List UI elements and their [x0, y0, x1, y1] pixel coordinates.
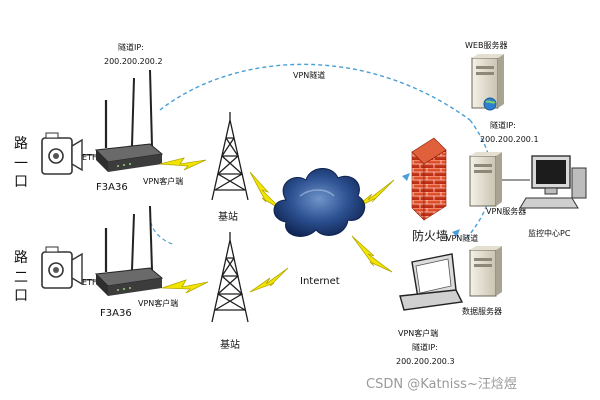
route-one-char-3: 口 — [14, 174, 28, 190]
camera-icon — [41, 246, 83, 289]
route-two-char-1: 路 — [14, 250, 28, 266]
router-top-client: VPN客户端 — [143, 176, 183, 186]
camera-icon — [41, 132, 83, 175]
router-top-ip-label: 隧道IP: — [118, 42, 144, 52]
router-top-model: F3A36 — [96, 182, 128, 193]
web-server-label: WEB服务器 — [465, 40, 507, 50]
router-icon — [94, 205, 164, 296]
eth-label-bottom: ETH — [82, 278, 98, 287]
firewall-icon — [411, 137, 447, 221]
firewall-label: 防火墙 — [412, 228, 448, 243]
router-icon — [94, 69, 164, 172]
vpn-server-ip-value: 200.200.200.1 — [480, 135, 539, 144]
laptop-icon — [399, 253, 464, 311]
vpn-server-label: VPN服务器 — [486, 206, 526, 216]
monitor-pc-label: 监控中心PC — [528, 228, 571, 238]
vpn-tunnel-arc-lower — [149, 214, 176, 246]
route-one-char-1: 路 — [14, 136, 28, 152]
router-bottom-model: F3A36 — [100, 308, 132, 319]
vpn-server-icon — [469, 152, 502, 207]
route-one-char-2: 一 — [14, 156, 28, 172]
vpn-tunnel-arc — [159, 63, 471, 121]
web-server-icon — [471, 54, 504, 111]
arrow-icon — [452, 229, 460, 237]
internet-cloud-icon — [273, 168, 366, 237]
base-station-bottom-label: 基站 — [220, 338, 240, 351]
router-bottom-client: VPN客户端 — [138, 298, 178, 308]
laptop-client-label: VPN客户端 — [398, 328, 438, 338]
database-server-label: 数据服务器 — [462, 306, 502, 316]
arrow-icon — [402, 173, 410, 181]
vpn-tunnel-label: VPN隧道 — [293, 70, 325, 80]
laptop-ip-label: 隧道IP: — [412, 342, 438, 352]
base-station-top-label: 基站 — [218, 210, 238, 223]
laptop-ip-value: 200.200.200.3 — [396, 357, 455, 366]
wireless-link-icon — [159, 157, 395, 294]
route-two-char-2: 二 — [14, 270, 28, 286]
database-server-icon — [469, 246, 502, 297]
monitor-pc-icon — [519, 155, 587, 209]
cell-tower-icon — [211, 112, 249, 201]
router-top-ip-value: 200.200.200.2 — [104, 57, 163, 66]
cell-tower-icon — [211, 232, 249, 323]
watermark: CSDN @Katniss~汪焓煜 — [366, 376, 517, 392]
vpn-tunnel-right-label: VPN隧道 — [446, 233, 478, 243]
vpn-server-ip-label: 隧道IP: — [490, 120, 516, 130]
internet-label: Internet — [300, 276, 340, 287]
route-two-char-3: 口 — [14, 288, 28, 304]
eth-label-top: ETH — [82, 153, 98, 162]
